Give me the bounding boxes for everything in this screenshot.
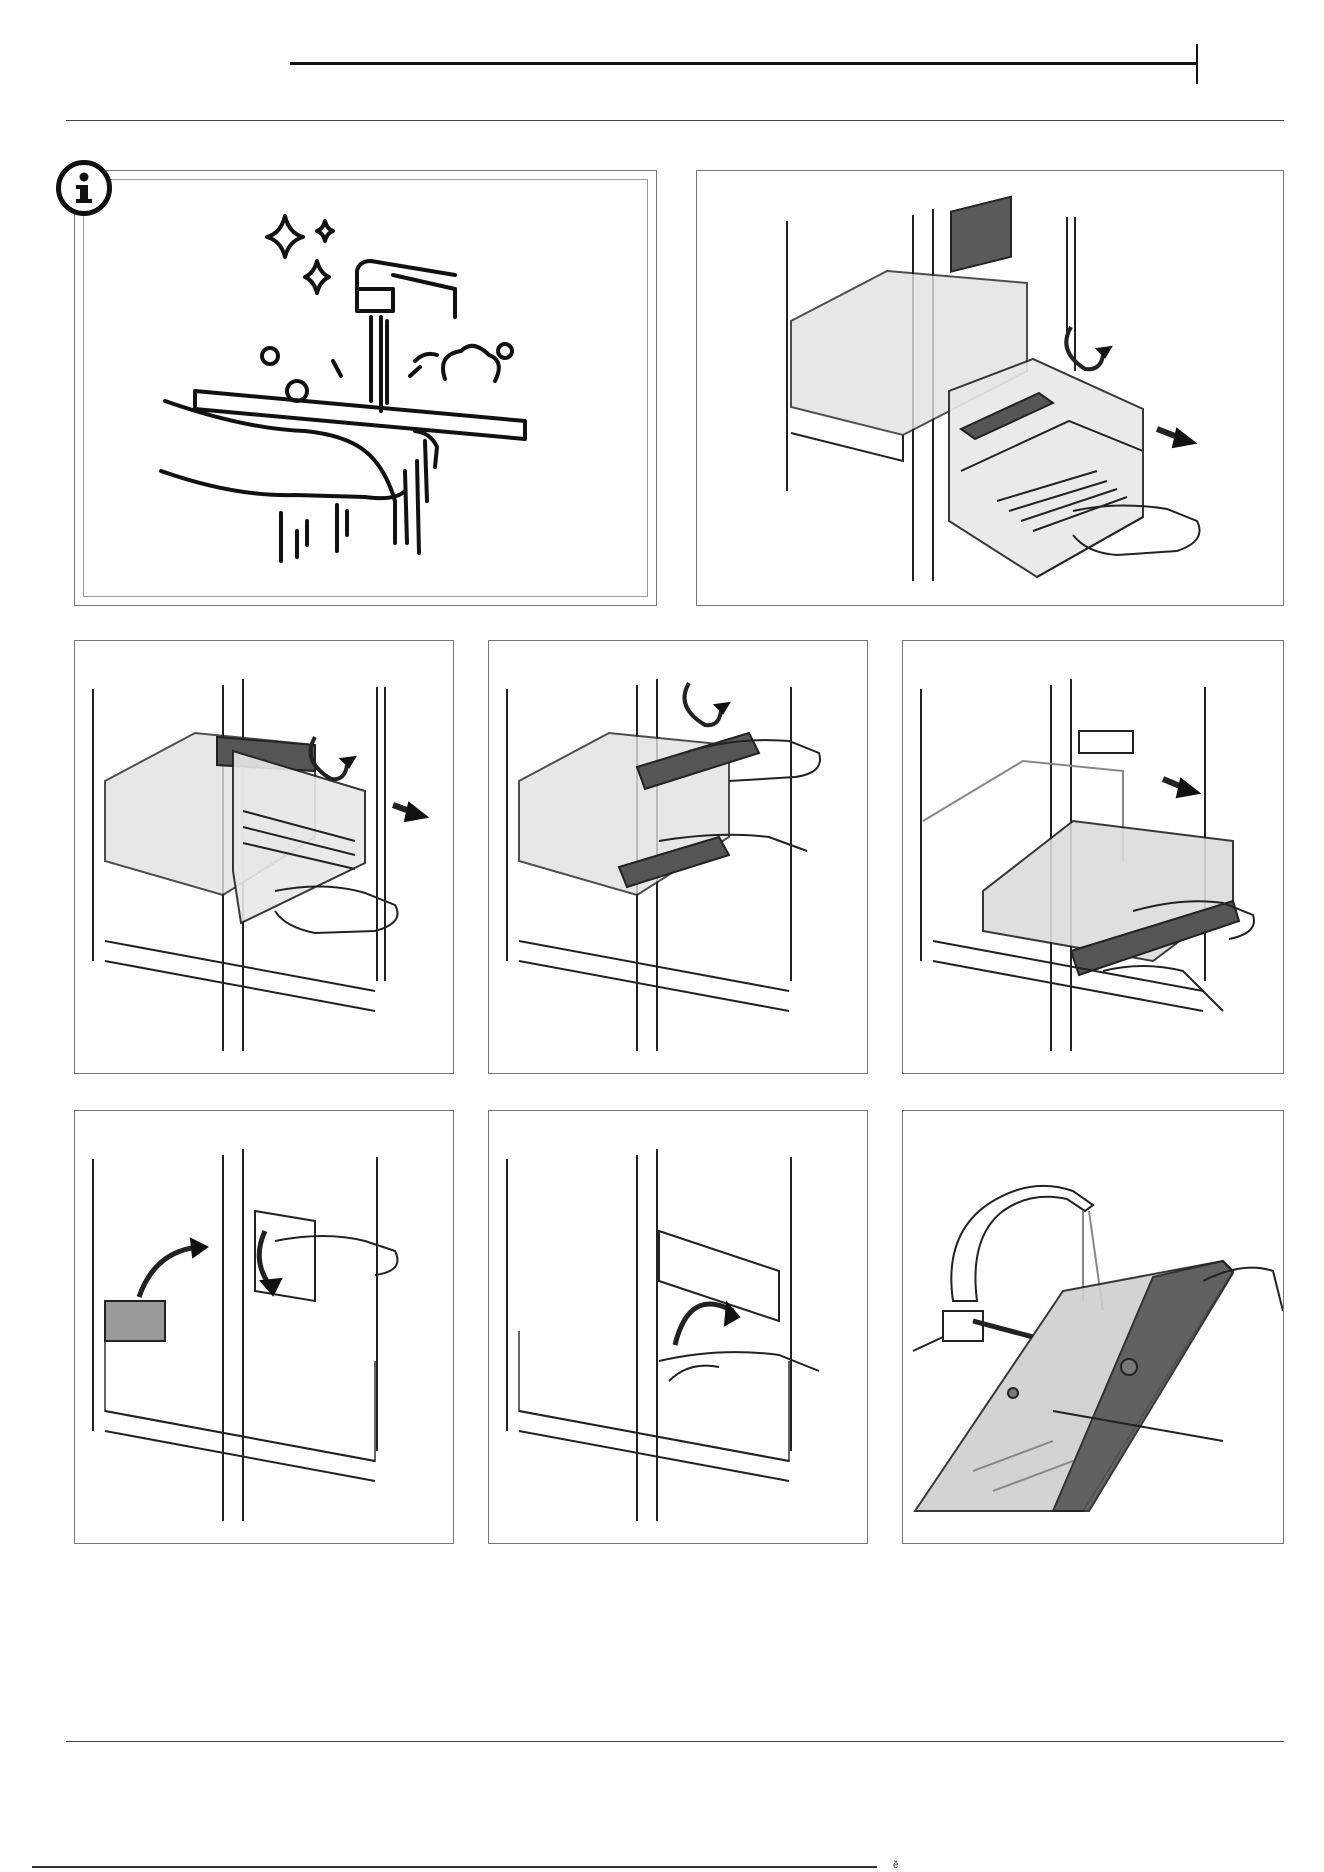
- bottom-rule: [32, 1866, 877, 1868]
- header-rule-tick: [1196, 44, 1198, 84]
- rotate-arrow-icon: [139, 1247, 199, 1297]
- step-3-illustration: [489, 641, 867, 1073]
- step-6-panel: [488, 1110, 868, 1544]
- step-6-illustration: [489, 1111, 867, 1543]
- hygiene-panel-inner-frame: [83, 179, 648, 597]
- footer-mark: ĕ: [893, 1860, 899, 1871]
- step-2-illustration: [75, 641, 453, 1073]
- step-5-illustration: [75, 1111, 453, 1543]
- hygiene-panel: [74, 170, 657, 606]
- footer-divider: [66, 1741, 1284, 1742]
- info-icon: [56, 160, 112, 216]
- step-7-illustration: [903, 1111, 1283, 1543]
- step-4-illustration: [903, 641, 1283, 1073]
- step-1-illustration: [697, 171, 1283, 605]
- step-2-panel: [74, 640, 454, 1074]
- step-7-panel: [902, 1110, 1284, 1544]
- top-divider: [66, 120, 1284, 121]
- step-5-panel: [74, 1110, 454, 1544]
- step-3-panel: [488, 640, 868, 1074]
- step-1-panel: [696, 170, 1284, 606]
- step-4-panel: [902, 640, 1284, 1074]
- header-rule: [290, 62, 1198, 65]
- rotate-arrow-icon: [259, 1231, 271, 1287]
